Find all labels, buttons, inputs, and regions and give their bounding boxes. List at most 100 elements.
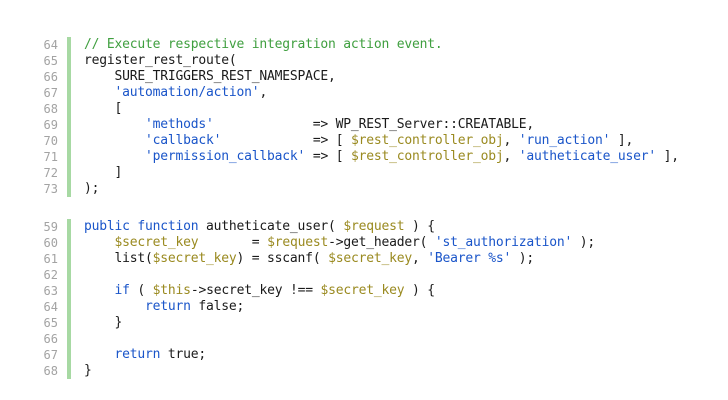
change-marker [67, 331, 71, 347]
code-line: 71 'permission_callback' => [ $rest_cont… [0, 149, 728, 165]
code-token-plain: true; [160, 347, 207, 362]
code-text: 'permission_callback' => [ $rest_control… [84, 149, 679, 165]
code-text: // Execute respective integration action… [84, 37, 443, 53]
code-line: 67 return true; [0, 347, 728, 363]
code-line: 72 ] [0, 165, 728, 181]
code-line: 61 list($secret_key) = sscanf( $secret_k… [0, 251, 728, 267]
code-token-plain: ); [511, 251, 535, 266]
code-token-keyword: return [145, 299, 191, 314]
change-marker [67, 165, 71, 181]
change-marker [67, 149, 71, 165]
change-marker [67, 363, 71, 379]
code-line: 66 SURE_TRIGGERS_REST_NAMESPACE, [0, 69, 728, 85]
code-line: 62 [0, 267, 728, 283]
code-text: SURE_TRIGGERS_REST_NAMESPACE, [84, 69, 336, 85]
line-number: 72 [43, 166, 58, 180]
change-marker [67, 181, 71, 197]
code-token-plain [84, 117, 145, 132]
code-text: if ( $this->secret_key !== $secret_key )… [84, 283, 436, 299]
code-token-string: 'permission_callback' [145, 149, 306, 164]
line-number: 59 [43, 220, 58, 234]
code-token-plain: register_rest_route( [84, 53, 237, 68]
code-token-variable: $request [343, 219, 405, 234]
code-token-variable: $secret_key [114, 235, 199, 250]
code-line: 68 [ [0, 101, 728, 117]
code-token-string: 'autheticate_user' [518, 149, 657, 164]
code-token-plain: = [198, 235, 268, 250]
code-token-plain: } [84, 363, 92, 378]
code-token-plain: ] [84, 165, 123, 180]
code-token-plain: false; [190, 299, 245, 314]
code-text: 'methods' => WP_REST_Server::CREATABLE, [84, 117, 534, 133]
code-token-plain: ->secret_key !== [190, 283, 321, 298]
line-number: 69 [43, 118, 58, 132]
code-line: 63 if ( $this->secret_key !== $secret_ke… [0, 283, 728, 299]
line-number: 68 [43, 102, 58, 116]
code-token-plain: => [ [305, 149, 351, 164]
code-line: 68} [0, 363, 728, 379]
line-number: 65 [43, 316, 58, 330]
code-token-plain: list( [84, 251, 153, 266]
change-marker [67, 37, 71, 53]
code-token-plain: ) { [404, 219, 435, 234]
code-token-string: 'callback' [145, 133, 222, 148]
code-token-string: 'automation/action' [114, 85, 260, 100]
change-marker [67, 101, 71, 117]
code-token-plain: , [259, 85, 268, 100]
code-text: list($secret_key) = sscanf( $secret_key,… [84, 251, 535, 267]
line-number: 63 [43, 284, 58, 298]
code-token-plain: SURE_TRIGGERS_REST_NAMESPACE, [84, 69, 336, 84]
code-token-plain: ) { [404, 283, 435, 298]
code-token-keyword: return [114, 347, 161, 362]
code-token-plain: ], [610, 133, 634, 148]
code-text: } [84, 315, 123, 331]
line-number: 65 [43, 54, 58, 68]
code-line: 64// Execute respective integration acti… [0, 37, 728, 53]
line-number: 71 [43, 150, 58, 164]
code-token-comment: // Execute respective integration action… [84, 37, 443, 52]
change-marker [67, 251, 71, 267]
code-token-variable: $rest_controller_obj [350, 149, 504, 164]
change-marker [67, 69, 71, 85]
code-line: 73); [0, 181, 728, 197]
code-token-plain: ); [572, 235, 596, 250]
code-token-plain [84, 85, 115, 100]
line-number: 64 [43, 300, 58, 314]
code-token-plain [84, 347, 115, 362]
code-text: register_rest_route( [84, 53, 237, 69]
code-token-plain: ) = sscanf( [236, 251, 329, 266]
code-token-plain: ], [656, 149, 679, 164]
code-line: 70 'callback' => [ $rest_controller_obj,… [0, 133, 728, 149]
change-marker [67, 117, 71, 133]
code-token-variable: $secret_key [320, 283, 405, 298]
code-token-plain: ->get_header( [328, 235, 435, 250]
code-line: 66 [0, 331, 728, 347]
code-line: 60 $secret_key = $request->get_header( '… [0, 235, 728, 251]
code-token-plain: => WP_REST_Server::CREATABLE, [213, 117, 534, 132]
code-text: ] [84, 165, 123, 181]
code-token-plain [84, 133, 145, 148]
code-token-plain: , [411, 251, 428, 266]
code-text: public function autheticate_user( $reque… [84, 219, 435, 235]
change-marker [67, 347, 71, 363]
code-token-variable: $this [152, 283, 191, 298]
code-text: ); [84, 181, 99, 197]
code-text: return true; [84, 347, 207, 363]
code-token-keyword: public function [84, 219, 199, 234]
code-line: 69 'methods' => WP_REST_Server::CREATABL… [0, 117, 728, 133]
code-token-plain: } [84, 315, 123, 330]
code-token-variable: $secret_key [328, 251, 412, 266]
code-token-plain: ); [84, 181, 100, 196]
code-token-plain: , [503, 133, 519, 148]
change-marker [67, 235, 71, 251]
code-token-variable: $rest_controller_obj [350, 133, 504, 148]
line-number: 66 [43, 332, 58, 346]
code-token-plain: [ [84, 101, 123, 116]
code-token-string: 'methods' [145, 117, 214, 132]
line-number: 67 [43, 86, 58, 100]
code-block-register-route: 64// Execute respective integration acti… [0, 37, 728, 197]
line-number: 62 [43, 268, 58, 282]
code-token-keyword: if [114, 283, 130, 298]
code-text: $secret_key = $request->get_header( 'st_… [84, 235, 596, 251]
code-token-string: 'st_authorization' [434, 235, 573, 250]
